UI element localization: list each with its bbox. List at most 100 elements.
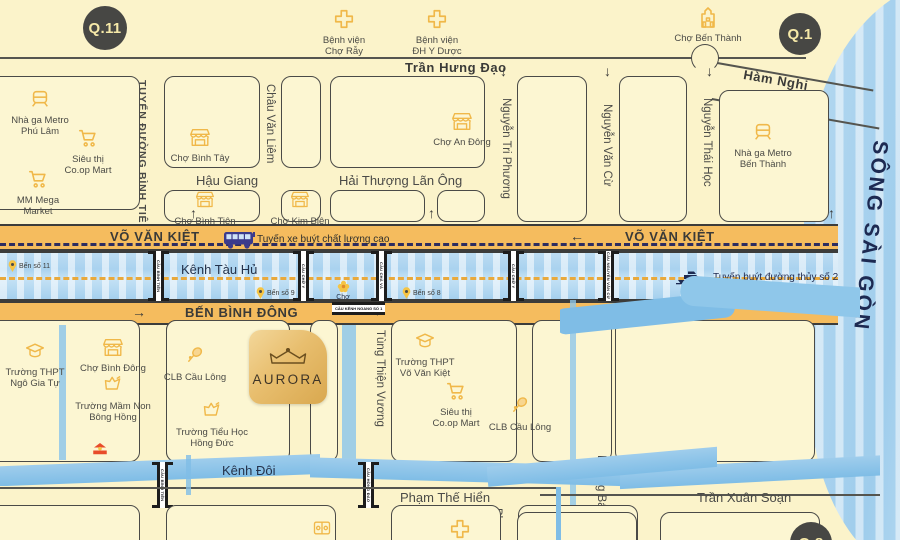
city-block: [0, 76, 140, 210]
poi-benh-vien-dh-y-duoc[interactable]: Bệnh viện ĐH Y Dược: [391, 8, 483, 57]
tributary-1: [556, 487, 561, 540]
street-line-pham-the-hien: [0, 487, 560, 489]
city-block: [517, 512, 637, 540]
poi-truong-thpt-vo-van-kiet[interactable]: Trường THPT Võ Văn Kiệt: [379, 330, 471, 379]
poi-label: Chợ Kim Biên: [270, 216, 330, 227]
government-icon: [54, 440, 146, 466]
landmark-icon: [662, 6, 754, 32]
station-pin-ben-so-11[interactable]: Bến số 11: [8, 260, 50, 272]
route-label-bus: Tuyến xe buýt chất lượng cao: [257, 234, 390, 245]
direction-arrow-left: ←: [570, 228, 584, 244]
city-block: [437, 190, 485, 222]
street-label-pham-the-hien: Phạm Thế Hiển: [400, 490, 491, 505]
poi-sieu-thi-coop-mart-south[interactable]: Siêu thị Co.op Mart: [410, 380, 502, 429]
city-block: [330, 76, 485, 168]
poi-truong-mam-non-bong-hong[interactable]: Trường Mầm Non Bông Hồng: [67, 374, 159, 423]
pharmacy-icon: [276, 518, 368, 540]
bridge-cau-binh-tien-south: CẦU BÌNH TIÊN: [152, 462, 173, 508]
bridge-label: CẦU BÌNH TIÊN: [156, 251, 161, 301]
poi-cho-ben-thanh[interactable]: Chợ Bến Thành: [662, 6, 754, 44]
bridge-label: CẦU NGUYỄN VĂN CỪ: [606, 251, 611, 301]
poi-clb-cau-long-2[interactable]: CLB Cầu Lông: [474, 395, 566, 433]
poi-cho-binh-dong[interactable]: Chợ Bình Đông: [67, 336, 159, 374]
poi-clb-cau-long-1[interactable]: CLB Cầu Lông: [149, 345, 241, 383]
bridge-cau-chu-y-2: CẦU CHỮ Y: [503, 251, 524, 301]
bus-route-dashed-line: [0, 243, 838, 246]
poi-nha-ga-metro-phu-lam[interactable]: Nhà ga Metro Phú Lâm: [0, 88, 86, 137]
cart-icon: [42, 127, 134, 153]
map-pin-icon: [402, 287, 411, 299]
bus-icon: [222, 230, 258, 254]
district-badge-label: Q.11: [88, 19, 122, 37]
district-badge-bottom[interactable]: Q.8: [790, 522, 832, 540]
map-pin-icon: [8, 260, 17, 272]
poi-label: Nhà ga Metro Phú Lâm: [11, 115, 69, 137]
poi-label: Trường Tiểu Học Hồng Đức: [176, 427, 248, 449]
district-badge-q11[interactable]: Q.11: [83, 6, 127, 50]
aurora-project-marker[interactable]: AURORA: [249, 330, 327, 404]
poi-label: Trường THPT Ngô Gia Tự: [5, 367, 65, 389]
street-label-hau-giang: Hậu Giang: [196, 173, 259, 188]
bridge-cau-kenh-ngang-so-1: CẦU KÊNH NGANG SỐ 1: [332, 302, 386, 315]
city-block: [330, 190, 425, 222]
poi-sieu-thi-coop-mart-north[interactable]: Siêu thị Co.op Mart: [42, 127, 134, 176]
district-badge-label: Q.1: [787, 25, 813, 43]
small-canal-vertical-right: [570, 300, 576, 540]
district-badge-q1[interactable]: Q.1: [779, 13, 821, 55]
poi-facility-bottom-left[interactable]: [276, 518, 368, 540]
poi-label: Siêu thị Co.op Mart: [64, 154, 112, 176]
badminton-icon: [149, 345, 241, 371]
metro-icon: [0, 88, 86, 114]
station-pin-ben-so-8[interactable]: Bến số 8: [402, 287, 441, 299]
poi-label: Siêu thị Co.op Mart: [432, 407, 480, 429]
market-icon: [67, 336, 159, 362]
bridge-label: CẦU CHÀ VÀ: [379, 251, 384, 301]
small-canal-vertical-left: [59, 325, 66, 460]
road-label-vo-van-kiet-left: VÕ VĂN KIỆT: [110, 229, 200, 244]
station-pin-ben-so-9[interactable]: Bến số 9: [256, 287, 295, 299]
poi-mm-mega-market[interactable]: MM Mega Market: [0, 168, 84, 217]
poi-nha-ga-metro-ben-thanh[interactable]: Nhà ga Metro Bến Thành: [717, 121, 809, 170]
poi-cho-kim-bien[interactable]: Chợ Kim Biên: [254, 189, 346, 227]
poi-hospital-bottom[interactable]: [414, 518, 506, 540]
bridge-cau-binh-tien: CẦU BÌNH TIÊN: [148, 251, 169, 301]
poi-truong-thpt-ngo-gia-tu[interactable]: Trường THPT Ngô Gia Tự: [0, 340, 81, 389]
poi-cho-binh-tien[interactable]: Chợ Bình Tiên: [159, 189, 251, 227]
market-icon: [154, 126, 246, 152]
road-label-vo-van-kiet-right: VÕ VĂN KIỆT: [625, 229, 715, 244]
city-block: [719, 90, 829, 222]
direction-arrow-up: ↑: [428, 205, 435, 221]
station-label: Bến số 9: [267, 289, 295, 297]
street-line-tran-hung-dao: [0, 57, 806, 59]
poi-label: CLB Cầu Lông: [163, 372, 227, 383]
poi-cho-binh-tay[interactable]: Chợ Bình Tây: [154, 126, 246, 164]
station-label: Bến số 11: [19, 262, 51, 270]
bridge-label: CẦU HỒNG ĐÀO: [366, 462, 371, 508]
road-vo-van-kiet-north: [0, 224, 838, 251]
direction-arrow-down: ↓: [706, 63, 713, 79]
poi-label: Trường Mầm Non Bông Hồng: [75, 401, 151, 423]
district-badge-label: Q.8: [798, 535, 823, 540]
poi-benh-vien-cho-ray[interactable]: Bệnh viện Chợ Rẫy: [298, 8, 390, 57]
direction-arrow-down: ↓: [500, 63, 507, 79]
street-label-hai-thuong-lan-ong: Hải Thượng Lãn Ông: [339, 173, 463, 188]
canal-label-kenh-tau-hu: Kênh Tàu Hủ: [181, 262, 258, 277]
street-label-tuyen-duong-binh-tien: TUYẾN ĐƯỜNG BÌNH TIÊN: [136, 80, 148, 232]
school-icon: [0, 340, 81, 366]
street-label-nguyen-thai-hoc: Nguyễn Thái Học: [701, 98, 713, 187]
city-block: [281, 76, 321, 168]
aurora-project-name: AURORA: [252, 371, 324, 387]
direction-arrow-down: ↓: [604, 63, 611, 79]
map-pin-icon: [256, 287, 265, 299]
poi-cho-an-dong[interactable]: Chợ An Đông: [416, 110, 508, 148]
hospital-icon: [391, 8, 483, 34]
bridge-label: CẦU KÊNH NGANG SỐ 1: [332, 302, 386, 315]
flower-icon: [297, 280, 389, 293]
market-icon: [254, 189, 346, 215]
canal-label-kenh-doi: Kênh Đôi: [222, 463, 276, 478]
hospital-icon: [414, 518, 506, 540]
poi-label: Chợ Bình Tiên: [174, 216, 236, 227]
poi-truong-tieu-hoc-hong-duc[interactable]: Trường Tiểu Học Hồng Đức: [166, 400, 258, 449]
street-label-tran-xuan-soan: Trần Xuân Soạn: [697, 490, 792, 505]
